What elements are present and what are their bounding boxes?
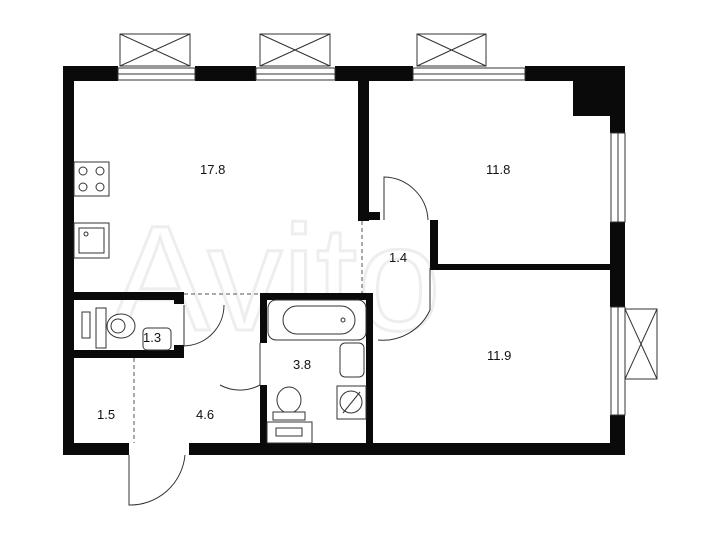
room-label-toilet: 1.3 <box>143 330 161 345</box>
room-label-storage: 1.5 <box>97 407 115 422</box>
bathtub-icon <box>267 299 367 341</box>
walls <box>63 66 625 455</box>
room-label-bathroom: 3.8 <box>293 357 311 372</box>
room-label-corridor: 1.4 <box>389 250 407 265</box>
washing-machine-icon <box>336 385 367 420</box>
balcony-icons <box>119 33 658 380</box>
room-label-bedroom-2: 11.9 <box>487 348 511 363</box>
room-label-hallway: 4.6 <box>196 407 214 422</box>
room-label-bedroom-1: 11.8 <box>486 162 510 177</box>
dashed-openings <box>133 221 363 443</box>
bath-toilet-icon <box>266 386 313 444</box>
room-label-kitchen: 17.8 <box>200 162 225 177</box>
toilet-icon <box>81 307 136 349</box>
washbasin-icon <box>142 327 172 351</box>
bath-washbasin-icon <box>339 342 365 378</box>
kitchen-sink-icon <box>73 222 110 259</box>
windows <box>117 67 626 416</box>
stove-icon <box>73 161 110 197</box>
doors <box>128 176 431 506</box>
